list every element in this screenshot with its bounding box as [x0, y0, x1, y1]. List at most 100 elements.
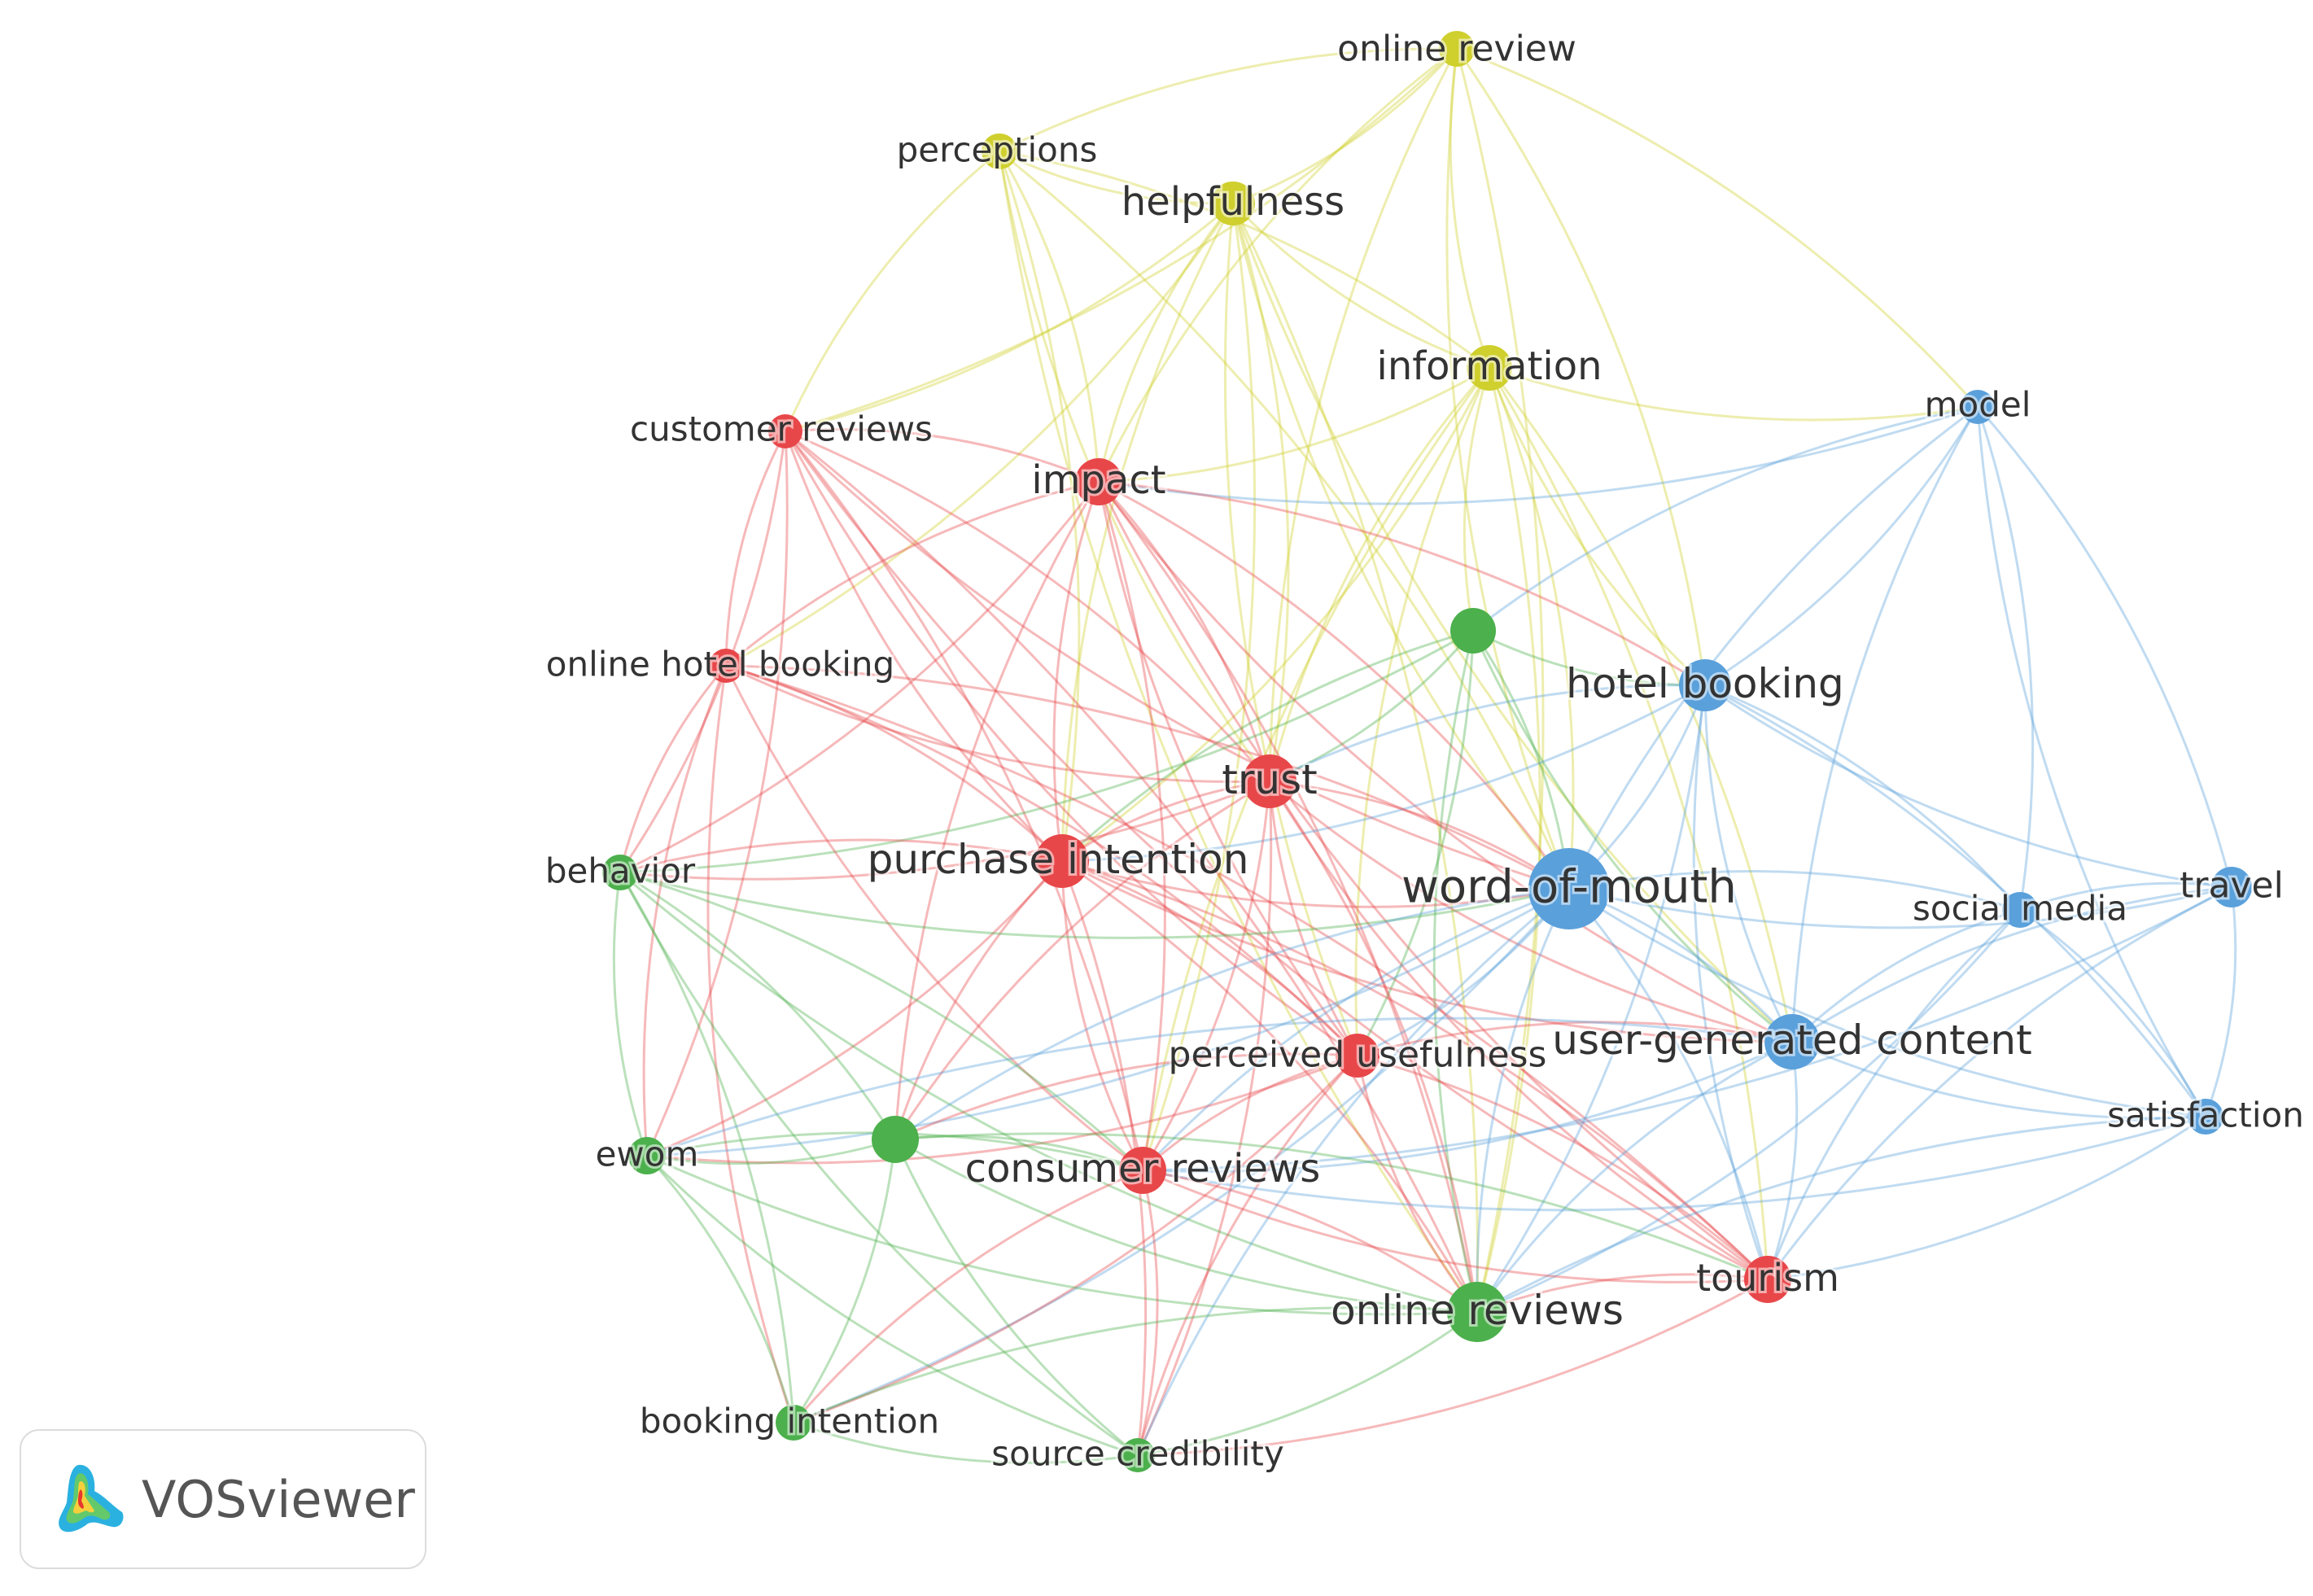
edge-consumer-reviews-tourism — [1141, 1169, 1769, 1283]
edge-perceptions-customer-reviews — [784, 150, 1001, 433]
edge-ewom-source-credibility — [645, 1154, 1139, 1457]
edge-hotel-booking-satisfaction — [1703, 684, 2207, 1118]
edge-purchase-intention-consumer-reviews — [1060, 859, 1144, 1172]
edge-impact-perceived-usefulness — [1097, 480, 1359, 1057]
edge-user-generated-content-satisfaction — [1790, 1040, 2207, 1120]
label-online-hotel-booking[interactable]: online hotel booking — [544, 642, 897, 687]
edge-consumer-reviews-source-credibility — [1136, 1169, 1159, 1457]
edge-model-social-media — [1976, 405, 2035, 912]
edge-information-purchase-intention — [1060, 366, 1491, 863]
edge-travel-consumer-reviews — [1141, 885, 2233, 1172]
label-word-of-mouth[interactable]: word-of-mouth — [1399, 859, 1739, 916]
node-helpfulness[interactable] — [1211, 181, 1255, 225]
edge-information-trust — [1268, 366, 1491, 783]
node-impact[interactable] — [1075, 458, 1122, 505]
edge-satisfaction-consumer-reviews — [1141, 1115, 2207, 1212]
edge-perceived-usefulness-consumer-reviews — [1141, 1054, 1359, 1172]
label-hotel-booking[interactable]: hotel booking — [1563, 658, 1847, 710]
edge-online-review-impact — [1097, 47, 1458, 483]
node-information[interactable] — [1467, 345, 1512, 391]
edge-perceptions-online-reviews — [998, 150, 1479, 1314]
edge-hotel-booking-trust — [1268, 684, 1707, 783]
edge-online-reviews-booking-intention — [792, 1306, 1479, 1424]
label-online-review[interactable]: online review — [1335, 26, 1579, 72]
node-social-media[interactable] — [2002, 892, 2038, 928]
label-online-reviews[interactable]: online reviews — [1328, 1284, 1626, 1336]
edge-helpfulness-user-generated-content — [1231, 202, 1794, 1043]
label-trust[interactable]: trust — [1219, 754, 1320, 806]
edge-purchase-intention-ewom — [645, 859, 1064, 1157]
edge-online-review-trust — [1268, 47, 1458, 783]
label-perceived-usefulness[interactable]: perceived usefulness — [1166, 1032, 1550, 1078]
node-user-generated-content[interactable] — [1764, 1014, 1820, 1069]
node-hotel-booking[interactable] — [1679, 659, 1731, 711]
edge-perceived-usefulness-tourism — [1356, 1054, 1769, 1281]
edge-online-review-perceptions — [998, 47, 1458, 153]
label-information[interactable]: information — [1374, 341, 1604, 391]
edge-information-consumer-reviews — [1141, 366, 1491, 1172]
node-online-reviews[interactable] — [1447, 1282, 1507, 1342]
edge-perceived-usefulness-source-credibility — [1136, 1054, 1359, 1457]
edge-word-of-mouth-travel — [1568, 885, 2233, 929]
node-word-of-mouth[interactable] — [1528, 848, 1610, 929]
edge-information-green-unlabeled-1 — [1463, 366, 1491, 632]
node-tourism[interactable] — [1744, 1256, 1791, 1303]
label-model[interactable]: model — [1922, 383, 2034, 427]
edge-booking-intention-source-credibility — [792, 1421, 1139, 1464]
node-travel[interactable] — [2211, 867, 2252, 907]
label-tourism[interactable]: tourism — [1694, 1253, 1842, 1302]
edge-perceptions-purchase-intention — [998, 150, 1081, 863]
label-consumer-reviews[interactable]: consumer reviews — [963, 1143, 1323, 1194]
node-purchase-intention[interactable] — [1035, 834, 1089, 888]
node-online-hotel-booking[interactable] — [709, 649, 743, 683]
edge-ewom-booking-intention — [645, 1154, 795, 1424]
edge-social-media-tourism — [1766, 908, 2022, 1281]
network-edges — [612, 47, 2237, 1464]
node-perceptions[interactable] — [982, 133, 1017, 169]
node-green-unlabeled-1[interactable] — [1450, 608, 1496, 654]
edge-trust-word-of-mouth — [1268, 780, 1571, 890]
label-satisfaction[interactable]: satisfaction — [2105, 1093, 2306, 1138]
label-booking-intention[interactable]: booking intention — [637, 1399, 942, 1444]
edge-green-unlabeled-2-tourism — [894, 1132, 1769, 1281]
label-impact[interactable]: impact — [1029, 455, 1168, 505]
node-green-unlabeled-2[interactable] — [872, 1116, 919, 1163]
node-model[interactable] — [1961, 390, 1995, 424]
node-customer-reviews[interactable] — [768, 414, 802, 448]
edge-customer-reviews-impact — [784, 428, 1100, 483]
node-perceived-usefulness[interactable] — [1336, 1034, 1379, 1078]
label-customer-reviews[interactable]: customer reviews — [627, 407, 935, 452]
node-booking-intention[interactable] — [776, 1405, 811, 1441]
edge-impact-consumer-reviews — [1097, 480, 1166, 1172]
edge-online-review-model — [1455, 47, 1979, 409]
edge-tourism-online-reviews — [1476, 1273, 1769, 1314]
node-ewom[interactable] — [628, 1137, 666, 1174]
node-behavior[interactable] — [602, 855, 638, 890]
node-source-credibility[interactable] — [1121, 1438, 1155, 1472]
edge-perceived-usefulness-online-reviews — [1356, 1054, 1479, 1314]
node-satisfaction[interactable] — [2188, 1099, 2223, 1135]
edge-helpfulness-purchase-intention — [1060, 202, 1235, 863]
label-ewom[interactable]: ewom — [593, 1132, 702, 1177]
node-consumer-reviews[interactable] — [1119, 1147, 1166, 1194]
label-user-generated-content[interactable]: user-generated content — [1550, 1014, 2034, 1066]
label-social-media[interactable]: social media — [1910, 886, 2130, 931]
label-purchase-intention[interactable]: purchase intention — [865, 833, 1252, 885]
label-travel[interactable]: travel — [2177, 863, 2286, 909]
label-source-credibility[interactable]: source credibility — [989, 1432, 1286, 1476]
label-perceptions[interactable]: perceptions — [894, 128, 1100, 173]
edge-word-of-mouth-booking-intention — [792, 887, 1571, 1424]
edge-information-hotel-booking — [1488, 366, 1707, 687]
node-online-review[interactable] — [1439, 31, 1475, 67]
node-trust[interactable] — [1243, 754, 1296, 808]
edge-behavior-word-of-mouth — [619, 871, 1571, 939]
edge-information-perceived-usefulness — [1354, 366, 1491, 1057]
edge-helpfulness-trust — [1231, 202, 1290, 783]
edge-hotel-booking-social-media — [1703, 684, 2022, 912]
vosviewer-logo-text: VOSviewer — [142, 1469, 415, 1529]
label-helpfulness[interactable]: helpfulness — [1119, 177, 1347, 227]
edge-impact-word-of-mouth — [1097, 480, 1571, 890]
label-behavior[interactable]: behavior — [543, 849, 698, 894]
edge-model-travel — [1976, 405, 2233, 889]
edge-behavior-online-reviews — [619, 871, 1479, 1314]
